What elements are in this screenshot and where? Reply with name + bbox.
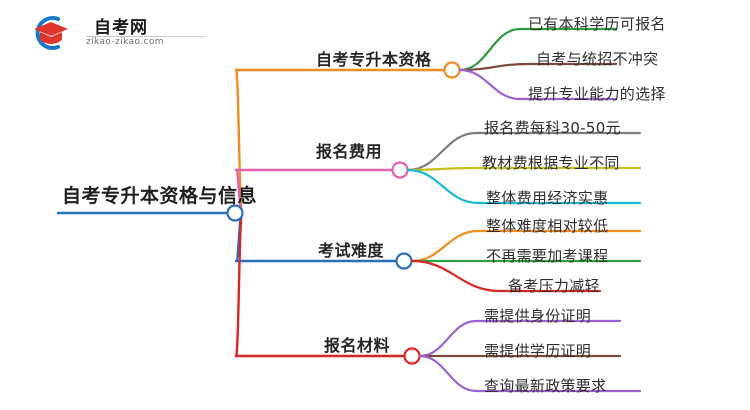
logo-divider	[86, 36, 206, 37]
site-logo: 自考网 zikao-zikao.com	[28, 12, 208, 54]
leaf-node-label-1-2[interactable]: 整体费用经济实惠	[486, 189, 609, 207]
leaf-connector-2-2	[410, 259, 502, 293]
branch-node-label-3[interactable]: 报名材料	[324, 336, 391, 355]
leaf-node-label-0-1[interactable]: 自考与统招不冲突	[536, 50, 659, 68]
root-node-label[interactable]: 自考专升本资格与信息	[62, 185, 258, 207]
leaf-connector-3-2	[418, 354, 478, 393]
leaf-node-label-0-2[interactable]: 提升专业能力的选择	[528, 85, 666, 103]
leaf-node-label-1-0[interactable]: 报名费每科30-50元	[484, 119, 621, 137]
branch-node-dot-2[interactable]	[395, 252, 413, 270]
branch-node-dot-1[interactable]	[391, 161, 409, 179]
leaf-connector-1-0	[406, 131, 478, 172]
leaf-node-label-2-1[interactable]: 不再需要加考课程	[486, 247, 609, 265]
leaf-connector-1-2	[406, 168, 480, 205]
logo-url: zikao-zikao.com	[86, 37, 164, 47]
leaf-node-label-3-0[interactable]: 需提供身份证明	[484, 307, 592, 325]
leaf-connector-0-2	[458, 68, 522, 101]
leaf-node-label-2-0[interactable]: 整体难度相对较低	[486, 217, 609, 235]
leaf-node-label-1-1[interactable]: 教材费根据专业不同	[482, 154, 620, 172]
leaf-node-label-0-0[interactable]: 已有本科学历可报名	[528, 15, 666, 33]
branch-node-label-2[interactable]: 考试难度	[318, 241, 385, 260]
leaf-node-label-3-1[interactable]: 需提供学历证明	[484, 342, 592, 360]
root-node-dot[interactable]	[226, 204, 244, 222]
logo-wordmark: 自考网 zikao-zikao.com	[84, 12, 208, 52]
branch-node-dot-3[interactable]	[403, 347, 421, 365]
graduation-cap-icon	[34, 16, 68, 50]
branch-node-label-1[interactable]: 报名费用	[316, 142, 383, 161]
logo-name-cn: 自考网	[94, 18, 148, 38]
leaf-connector-3-0	[418, 319, 478, 358]
branch-node-dot-0[interactable]	[443, 61, 461, 79]
leaf-node-label-3-2[interactable]: 查询最新政策要求	[484, 377, 607, 395]
branch-node-label-0[interactable]: 自考专升本资格	[316, 50, 432, 69]
leaf-node-label-2-2[interactable]: 备考压力减轻	[508, 277, 600, 295]
leaf-connector-2-0	[410, 229, 480, 263]
